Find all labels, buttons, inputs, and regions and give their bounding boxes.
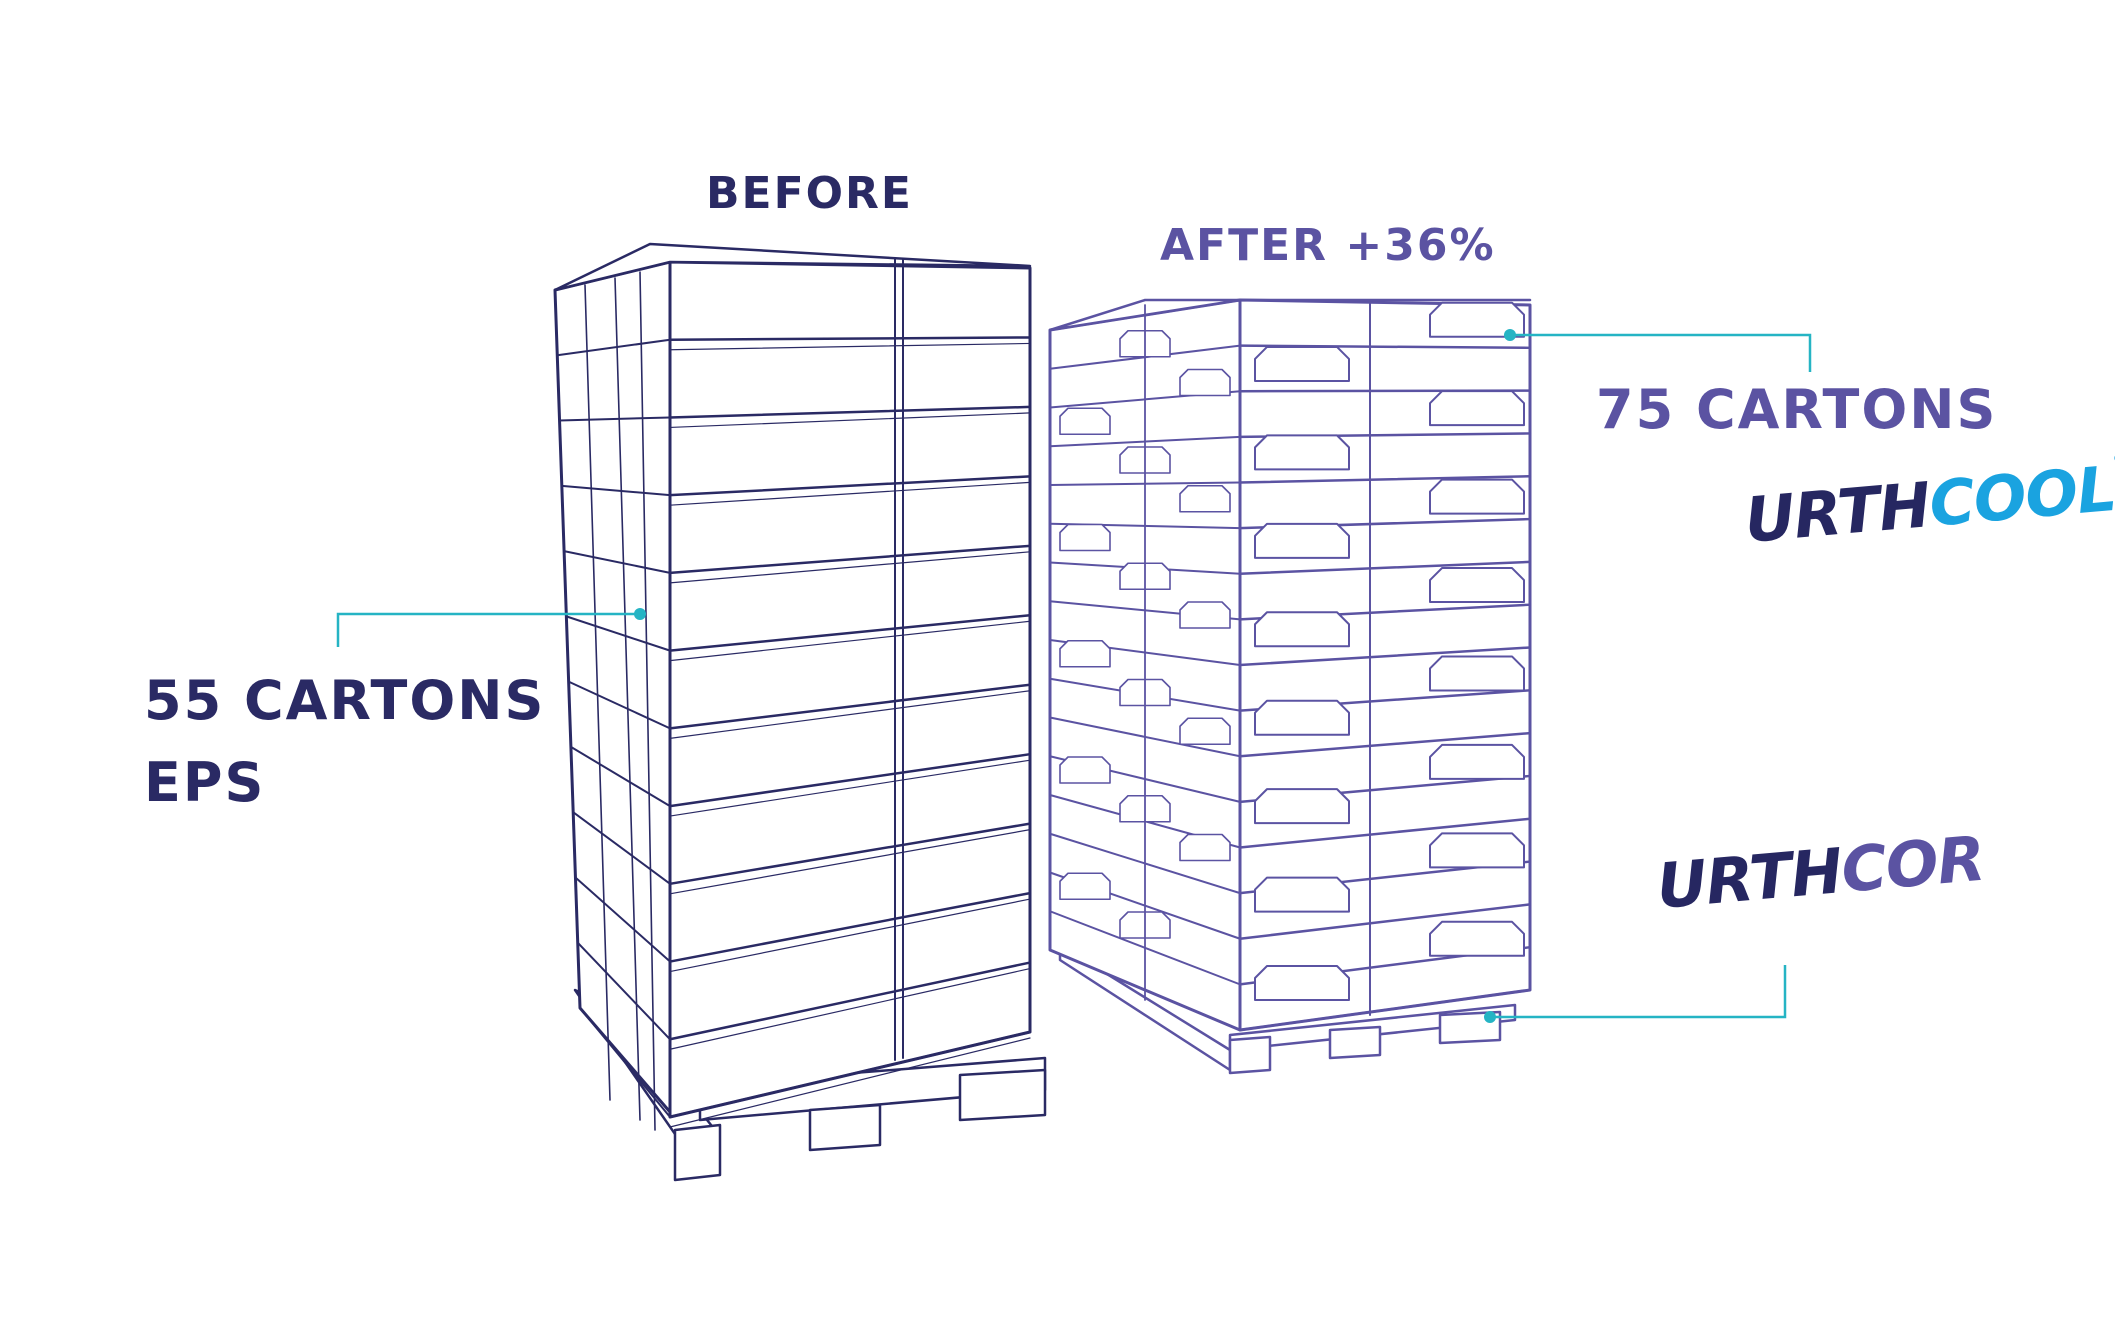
layer-line-side-4 <box>563 550 671 574</box>
layer-line-front-inner-6 <box>669 690 1031 739</box>
stack-top-lid <box>1048 298 1532 332</box>
carton-handle-9 <box>1429 655 1525 692</box>
layer-line-side-5 <box>565 615 671 652</box>
layer-line-front-inner-1 <box>669 342 1031 351</box>
layer-line-side-6 <box>567 680 671 730</box>
layer-line-front-8 <box>1238 646 1532 667</box>
side-handle-15 <box>1059 872 1111 901</box>
side-handle-11 <box>1179 717 1231 746</box>
leader-dot-after <box>1504 329 1516 341</box>
layer-line-front-inner-9 <box>669 898 1031 973</box>
layer-line-side-3 <box>560 484 671 497</box>
layer-line-front-3 <box>668 475 1032 497</box>
side-handle-2 <box>1179 368 1231 397</box>
layer-line-side-1 <box>556 338 671 357</box>
carton-handle-15 <box>1429 920 1525 957</box>
layer-line-front-11 <box>668 1030 1032 1119</box>
before-count-line: 55 CARTONS <box>144 669 546 732</box>
leader-line-urthcor <box>1490 965 1787 1019</box>
pallet-block-1 <box>1328 1025 1382 1060</box>
callout-leader-lines <box>336 329 1812 1023</box>
carton-handle-10 <box>1254 699 1350 736</box>
side-handle-8 <box>1179 601 1231 629</box>
before-material-line: EPS <box>144 751 266 814</box>
leader-line-after <box>1510 333 1812 372</box>
layer-line-side-7 <box>569 745 671 808</box>
layer-line-front-10 <box>668 961 1032 1041</box>
side-divider-0 <box>584 284 611 1101</box>
pallet-block-1 <box>808 1103 882 1152</box>
carton-handle-14 <box>1254 876 1350 913</box>
carton-handle-12 <box>1254 788 1350 825</box>
before-pallet-eps-illustration <box>553 242 1047 1182</box>
after-pallet-urthcool-illustration <box>1048 298 1532 1075</box>
layer-line-front-6 <box>1238 560 1532 575</box>
layer-line-front-4 <box>668 544 1032 575</box>
side-divider-2 <box>639 271 656 1131</box>
side-handle-14 <box>1179 833 1231 862</box>
pallet-block-2 <box>958 1068 1047 1122</box>
layer-line-side-8 <box>572 811 671 885</box>
layer-line-front-inner-5 <box>669 620 1031 662</box>
urthcor-logo-cor: COR <box>1838 821 1988 907</box>
stack-top-lid <box>553 242 1032 292</box>
leader-dot-before <box>634 608 646 620</box>
layer-line-front-inner-11 <box>669 1037 1031 1128</box>
carton-handle-11 <box>1429 743 1525 780</box>
layer-line-front-7 <box>668 752 1032 808</box>
before-carton-count-label: 55 CARTONS EPS <box>144 660 545 824</box>
stack-front-face <box>668 260 1032 1119</box>
carton-handle-1 <box>1429 301 1525 338</box>
layer-line-front-16 <box>1238 988 1532 1032</box>
leader-line-before <box>336 612 640 647</box>
side-handle-5 <box>1179 484 1231 513</box>
pallet-block-0 <box>673 1123 722 1182</box>
before-title: BEFORE <box>706 168 913 219</box>
pallet-block-0 <box>1228 1035 1272 1075</box>
carton-handle-5 <box>1429 478 1525 515</box>
carton-handle-2 <box>1254 345 1350 382</box>
carton-handle-13 <box>1429 832 1525 869</box>
after-carton-count-label: 75 CARTONS <box>1596 378 1998 441</box>
layer-line-front-inner-3 <box>669 481 1031 506</box>
carton-handle-16 <box>1254 965 1350 1001</box>
layer-line-front-inner-4 <box>669 551 1031 584</box>
carton-handle-7 <box>1429 567 1525 604</box>
layer-line-front-9 <box>668 891 1032 963</box>
layer-line-front-5 <box>668 614 1032 652</box>
layer-line-front-4 <box>1238 475 1532 484</box>
side-divider-1 <box>614 277 641 1121</box>
side-handle-12 <box>1059 756 1111 784</box>
side-handle-3 <box>1059 407 1111 436</box>
layer-line-front-inner-10 <box>669 967 1031 1050</box>
side-handle-9 <box>1059 639 1111 668</box>
layer-line-front-inner-8 <box>669 829 1031 895</box>
carton-handle-4 <box>1254 434 1350 471</box>
layer-line-side-2 <box>558 416 671 422</box>
layer-line-front-inner-7 <box>669 759 1031 817</box>
side-handle-6 <box>1059 523 1111 552</box>
after-title: AFTER +36% <box>1160 220 1496 271</box>
layer-line-front-14 <box>1238 903 1532 940</box>
layer-line-front-12 <box>1238 817 1532 849</box>
layer-line-side-10 <box>576 941 671 1041</box>
layer-line-side-9 <box>574 876 671 963</box>
layer-line-front-2 <box>668 405 1032 419</box>
layer-line-front-inner-2 <box>669 412 1031 429</box>
carton-handle-6 <box>1254 522 1350 559</box>
leader-dot-urthcor <box>1484 1011 1496 1023</box>
layer-line-front-6 <box>668 683 1032 730</box>
layer-line-front-1 <box>668 336 1032 341</box>
carton-handle-3 <box>1429 390 1525 427</box>
layer-line-front-8 <box>668 822 1032 886</box>
layer-line-front-10 <box>1238 731 1532 758</box>
carton-handle-8 <box>1254 611 1350 648</box>
